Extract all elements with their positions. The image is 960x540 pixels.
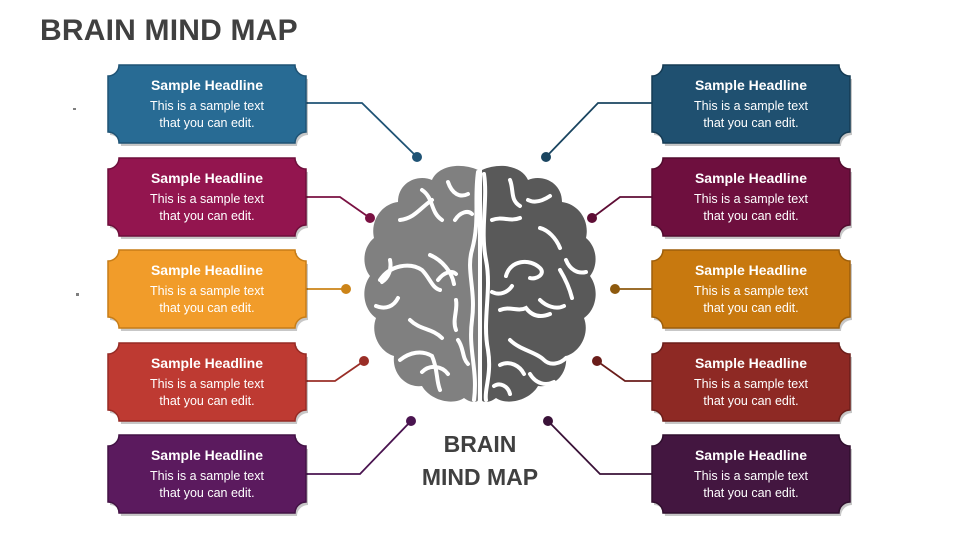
node-body-line1: This is a sample text <box>150 283 264 298</box>
connector-dot-left-4 <box>359 356 369 366</box>
node-headline: Sample Headline <box>150 354 264 371</box>
connector-dot-right-4 <box>592 356 602 366</box>
node-headline: Sample Headline <box>694 76 808 93</box>
node-shape <box>651 342 852 424</box>
node-body-line1: This is a sample text <box>694 468 808 483</box>
node-body-line1: This is a sample text <box>694 98 808 113</box>
center-label: BRAIN MIND MAP <box>400 428 560 494</box>
connector-left-5 <box>306 420 412 475</box>
node-body-line1: This is a sample text <box>150 468 264 483</box>
connector-dot-right-1 <box>541 152 551 162</box>
node-body-line1: This is a sample text <box>694 376 808 391</box>
node-body-line2: that you can edit. <box>703 393 799 408</box>
node-shape <box>107 64 308 146</box>
node-shape <box>651 434 852 516</box>
connector-dot-left-5 <box>406 416 416 426</box>
node-shape <box>107 249 308 331</box>
node-body-line2: that you can edit. <box>159 300 255 315</box>
node-shape <box>107 157 308 239</box>
connector-left-1 <box>306 102 418 158</box>
node-headline: Sample Headline <box>694 261 808 278</box>
node-body-line2: that you can edit. <box>159 115 255 130</box>
node-body-line2: that you can edit. <box>159 393 255 408</box>
center-label-line1: BRAIN <box>443 431 517 457</box>
connector-dot-left-3 <box>341 284 351 294</box>
center-label-line2: MIND MAP <box>421 464 539 490</box>
node-headline: Sample Headline <box>694 446 808 463</box>
connector-right-4 <box>596 360 652 382</box>
connector-right-2 <box>591 196 652 219</box>
node-headline: Sample Headline <box>694 354 808 371</box>
node-headline: Sample Headline <box>150 261 264 278</box>
node-body-line2: that you can edit. <box>159 485 255 500</box>
node-headline: Sample Headline <box>150 76 264 93</box>
node-shape <box>107 342 308 424</box>
connector-right-1 <box>545 102 652 158</box>
connector-dot-right-2 <box>587 213 597 223</box>
node-body-line2: that you can edit. <box>703 485 799 500</box>
connector-left-4 <box>306 360 365 382</box>
connector-dot-left-1 <box>412 152 422 162</box>
node-body-line1: This is a sample text <box>150 376 264 391</box>
node-headline: Sample Headline <box>150 169 264 186</box>
node-shape <box>651 157 852 239</box>
node-body-line2: that you can edit. <box>703 300 799 315</box>
stray-mark <box>76 293 79 296</box>
brain-left-hemisphere <box>364 165 478 402</box>
node-body-line2: that you can edit. <box>703 208 799 223</box>
connector-right-5 <box>547 420 652 475</box>
page-title: BRAIN MIND MAP <box>40 14 298 47</box>
node-body-line2: that you can edit. <box>703 115 799 130</box>
node-shape <box>651 249 852 331</box>
node-body-line2: that you can edit. <box>159 208 255 223</box>
node-body-line1: This is a sample text <box>150 191 264 206</box>
node-shape <box>107 434 308 516</box>
brain-folds <box>374 170 588 402</box>
connector-dot-left-2 <box>365 213 375 223</box>
node-shape <box>651 64 852 146</box>
node-body-line1: This is a sample text <box>694 283 808 298</box>
stray-mark <box>73 108 76 110</box>
connector-dot-right-5 <box>543 416 553 426</box>
connector-dot-right-3 <box>610 284 620 294</box>
node-headline: Sample Headline <box>150 446 264 463</box>
connector-left-2 <box>306 196 371 219</box>
node-body-line1: This is a sample text <box>150 98 264 113</box>
brain-icon <box>364 165 596 402</box>
node-body-line1: This is a sample text <box>694 191 808 206</box>
node-headline: Sample Headline <box>694 169 808 186</box>
